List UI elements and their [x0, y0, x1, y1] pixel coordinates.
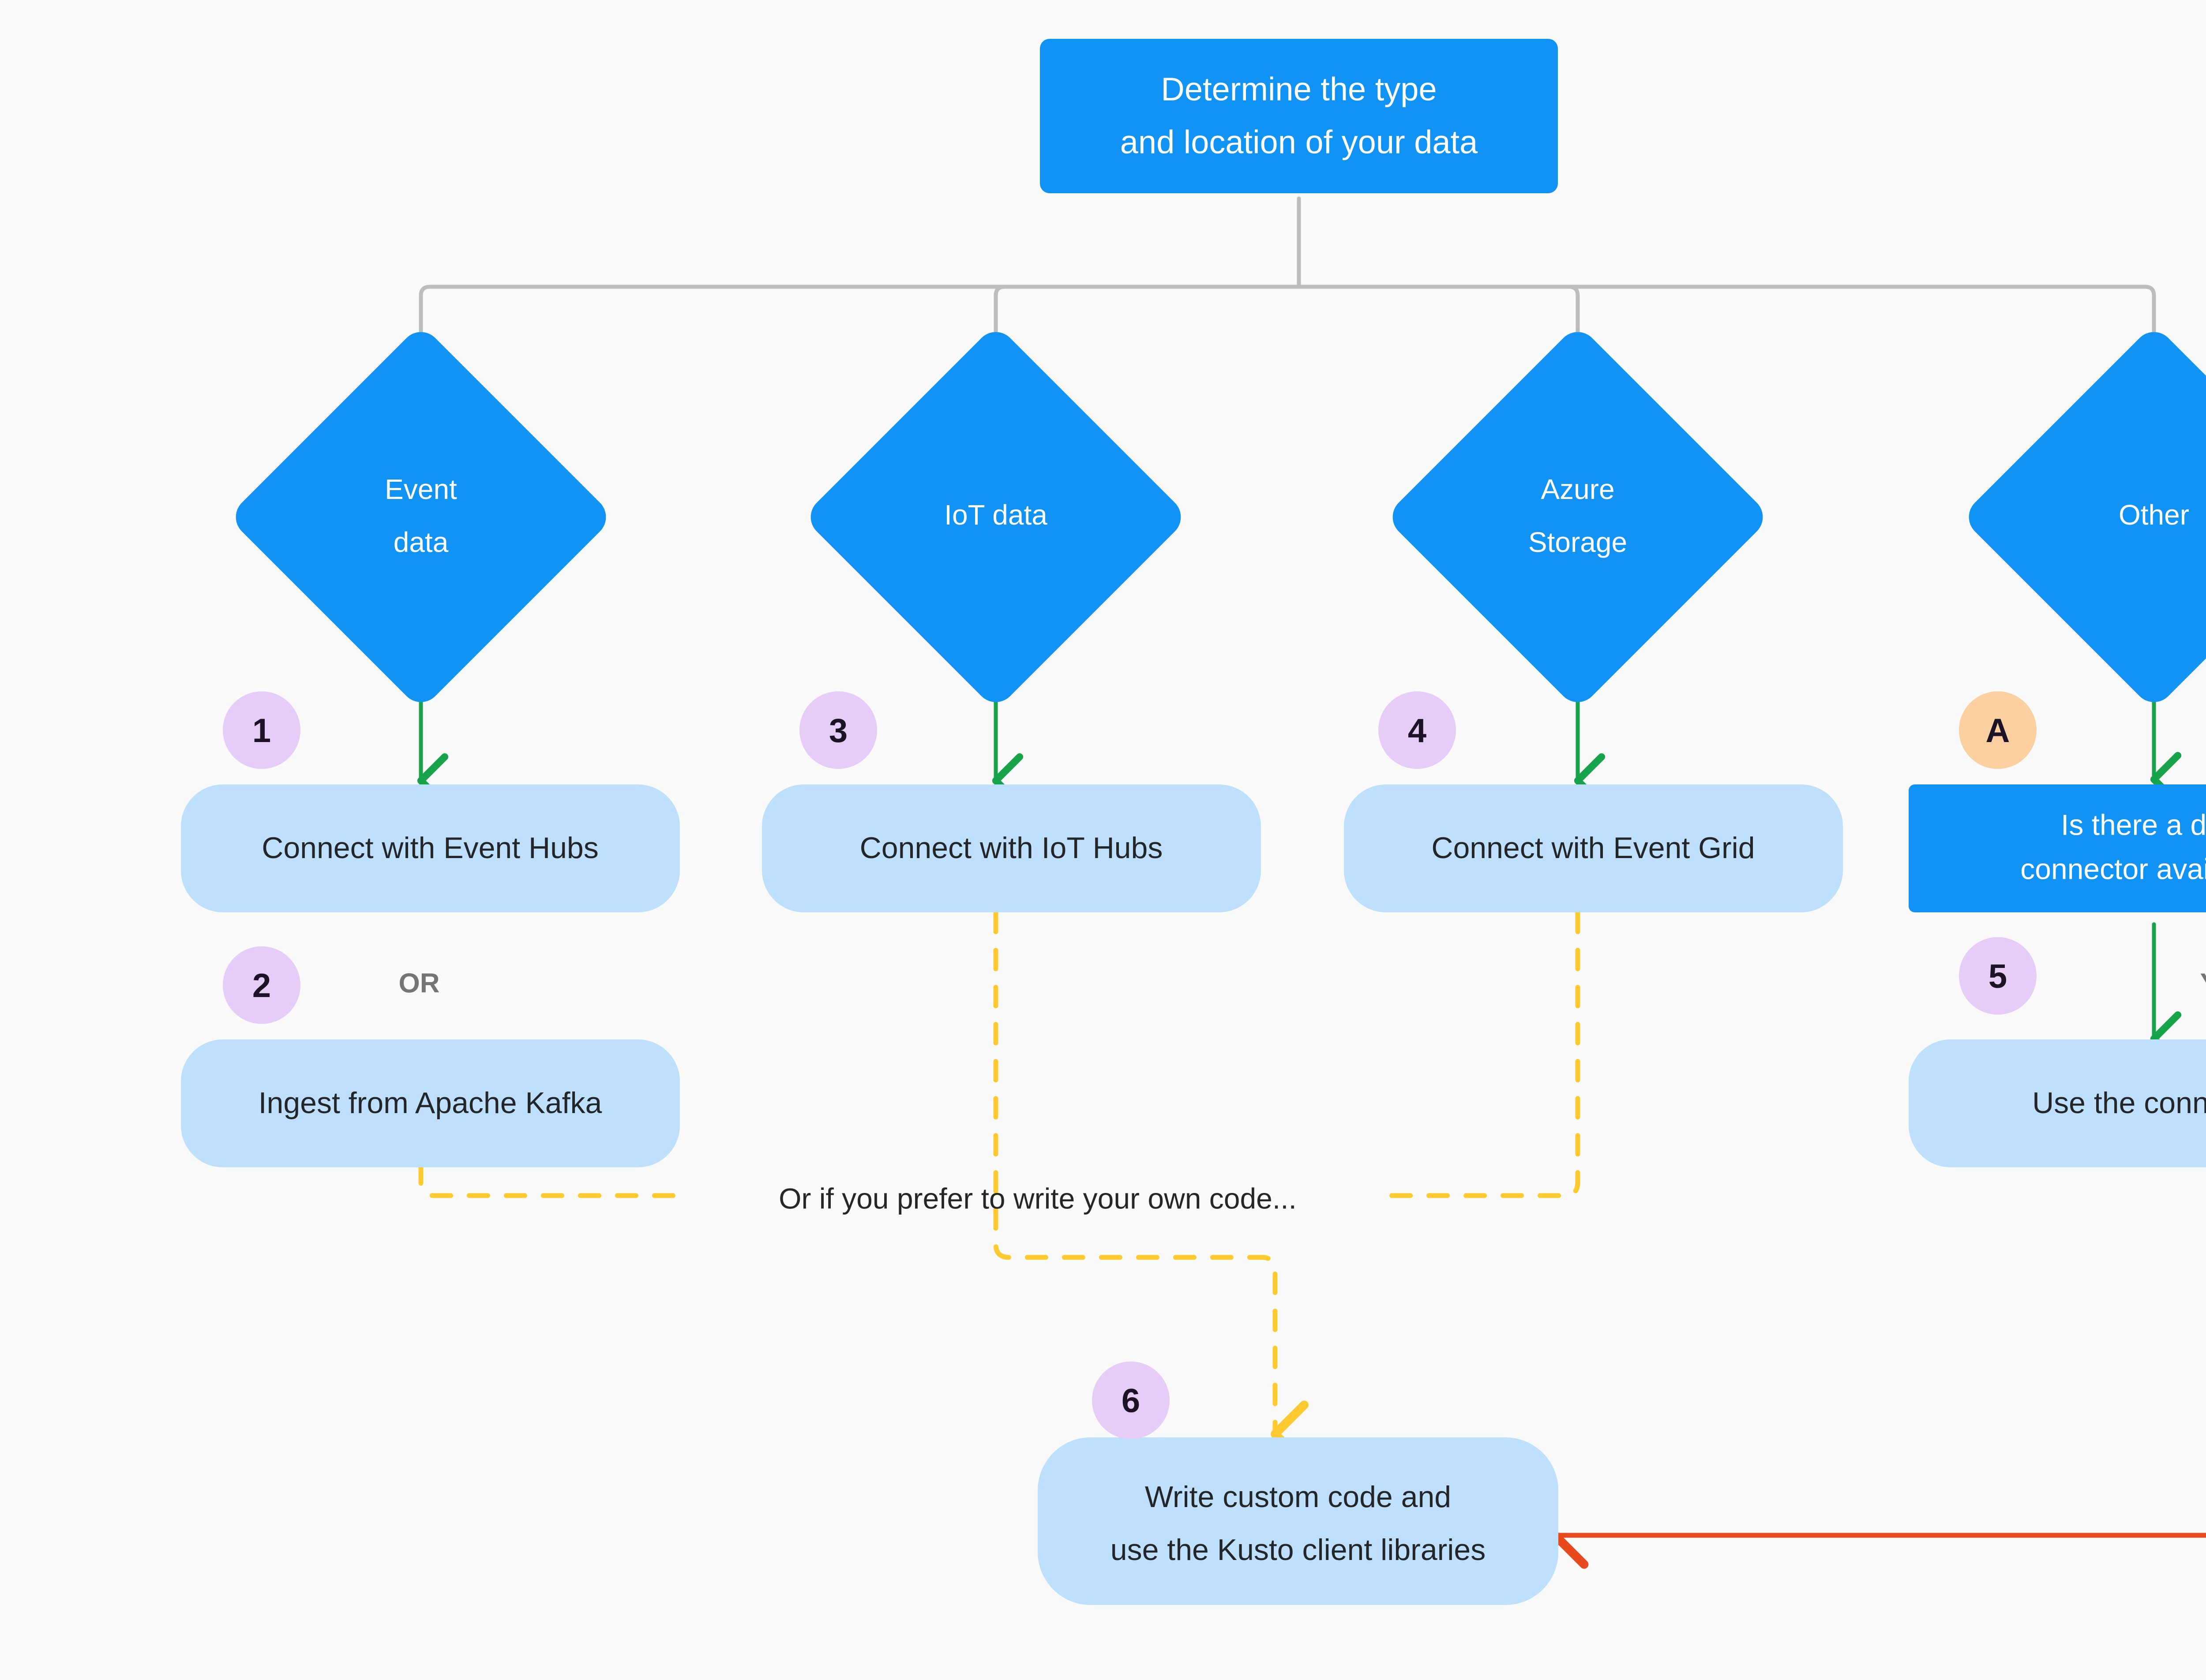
node-determine-data-type-line2: and location of your data	[1120, 124, 1478, 161]
note-write-your-own-code: Or if you prefer to write your own code.…	[779, 1182, 1297, 1215]
badge-3-label: 3	[829, 712, 848, 750]
edge-label-or: OR	[399, 968, 440, 998]
edge-label-yes: Yes	[2200, 968, 2206, 998]
badge-2[interactable]: 2	[223, 946, 300, 1024]
node-connect-with-event-grid[interactable]: Connect with Event Grid	[1344, 784, 1843, 912]
node-use-the-connector-label: Use the connector	[2032, 1086, 2206, 1120]
edge-root-to-other	[1297, 285, 2181, 406]
node-azure-storage[interactable]: Azure Storage	[1384, 324, 1771, 711]
node-connect-with-iot-hubs-label: Connect with IoT Hubs	[860, 831, 1163, 865]
badge-4[interactable]: 4	[1378, 691, 1456, 769]
badge-5-label: 5	[1988, 958, 2007, 995]
node-use-the-connector[interactable]: Use the connector	[1909, 1039, 2206, 1167]
node-ingest-from-apache-kafka-label: Ingest from Apache Kafka	[259, 1086, 602, 1120]
node-determine-data-type-line1: Determine the type	[1161, 71, 1437, 108]
node-connect-with-event-grid-label: Connect with Event Grid	[1431, 831, 1755, 865]
node-is-there-a-data-connector[interactable]: Is there a data connector available?	[1909, 784, 2206, 912]
edge-iot-hubs-down-to-custom-code	[993, 911, 1309, 1468]
badge-6[interactable]: 6	[1092, 1361, 1170, 1439]
badge-a-label: A	[1986, 712, 2010, 750]
node-write-custom-code-line1: Write custom code and	[1145, 1480, 1451, 1514]
badge-a[interactable]: A	[1959, 691, 2037, 769]
badge-6-label: 6	[1122, 1382, 1140, 1420]
node-is-there-a-data-connector-line2: connector available?	[2020, 852, 2206, 885]
node-other[interactable]: Other	[1961, 324, 2206, 711]
edge-root-to-iot-data	[992, 285, 1301, 406]
node-connect-with-iot-hubs[interactable]: Connect with IoT Hubs	[762, 784, 1261, 912]
badge-1-label: 1	[252, 712, 271, 750]
badge-5[interactable]: 5	[1959, 937, 2037, 1015]
node-write-custom-code-line2: use the Kusto client libraries	[1111, 1533, 1486, 1567]
node-write-custom-code[interactable]: Write custom code and use the Kusto clie…	[1038, 1437, 1558, 1605]
node-iot-data[interactable]: IoT data	[803, 324, 1189, 711]
badge-1[interactable]: 1	[223, 691, 300, 769]
edge-group-custom-code-dashed	[418, 911, 1580, 1468]
node-ingest-from-apache-kafka[interactable]: Ingest from Apache Kafka	[181, 1039, 680, 1167]
badge-2-label: 2	[252, 967, 271, 1005]
node-other-line1: Other	[2119, 499, 2189, 531]
badge-3[interactable]: 3	[799, 691, 877, 769]
node-determine-data-type[interactable]: Determine the type and location of your …	[1040, 39, 1558, 193]
node-connect-with-event-hubs-label: Connect with Event Hubs	[262, 831, 599, 865]
node-iot-data-line1: IoT data	[944, 499, 1047, 531]
edge-event-grid-to-note-right	[1374, 911, 1580, 1198]
node-event-data-line1: Event	[385, 473, 457, 505]
edge-root-to-event-data	[417, 285, 1301, 406]
node-azure-storage-line2: Storage	[1528, 526, 1627, 558]
node-is-there-a-data-connector-line1: Is there a data	[2061, 808, 2206, 841]
node-event-data-line2: data	[394, 526, 449, 558]
node-event-data[interactable]: Event data	[228, 324, 615, 711]
node-connect-with-event-hubs[interactable]: Connect with Event Hubs	[181, 784, 680, 912]
badge-4-label: 4	[1408, 712, 1426, 750]
edge-kafka-to-note-left	[418, 1162, 691, 1198]
node-azure-storage-line1: Azure	[1541, 473, 1614, 505]
edge-root-fanout	[417, 196, 2181, 406]
